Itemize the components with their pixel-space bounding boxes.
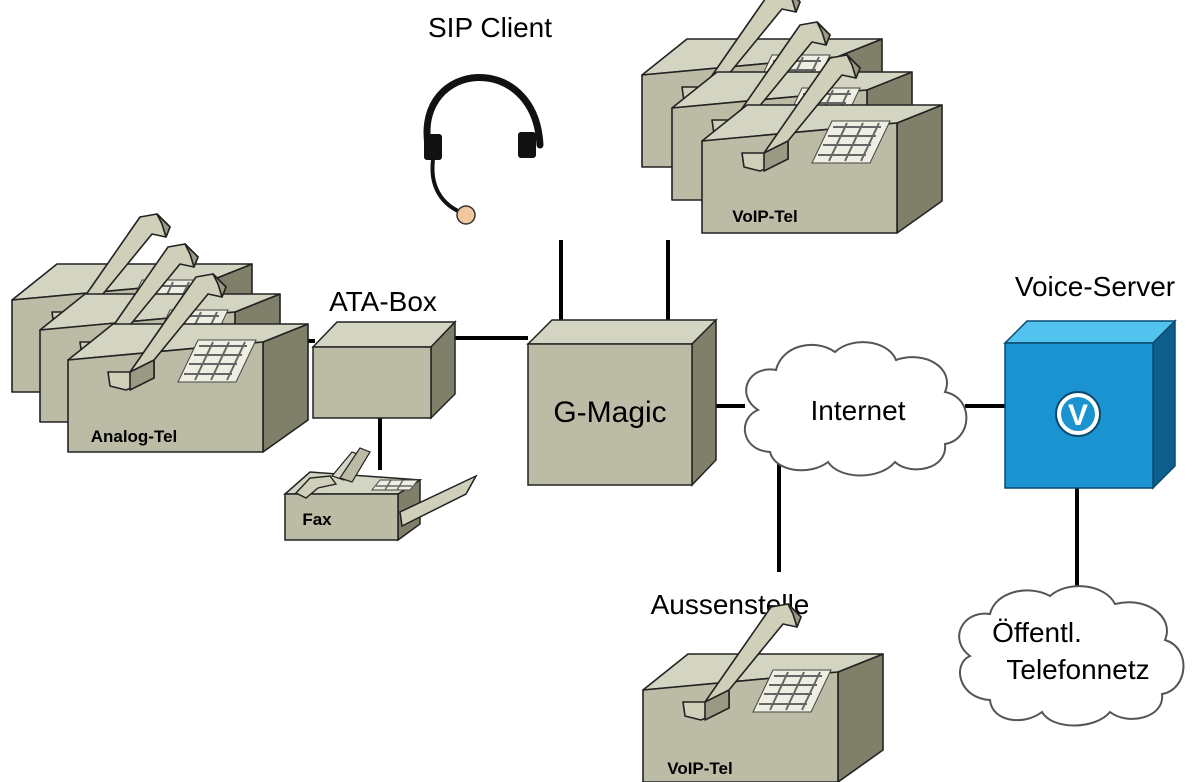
voip-tel-bottom-tag: VoIP-Tel [667, 759, 733, 778]
fax-icon [283, 447, 478, 542]
internet-label: Internet [811, 395, 906, 426]
fax-tag: Fax [302, 510, 332, 529]
pstn-cloud-icon [958, 585, 1185, 727]
analog-tel-tag: Analog-Tel [91, 427, 178, 446]
ata-box-device [311, 320, 457, 420]
pstn-label-line2: Telefonnetz [1006, 654, 1149, 685]
connection-lines [262, 240, 1079, 586]
ata-box-label: ATA-Box [329, 286, 437, 317]
pstn-label-line1: Öffentl. [992, 617, 1082, 648]
voip-phone-bottom-icon [642, 603, 884, 782]
voice-server-label: Voice-Server [1015, 271, 1175, 302]
sip-client-headset-icon [423, 74, 544, 225]
voip-tel-top-tag: VoIP-Tel [732, 207, 798, 226]
g-magic-device [526, 318, 718, 487]
voip-phone-stack-top-icon [641, 0, 943, 234]
g-magic-label: G-Magic [553, 396, 666, 429]
analog-phone-stack-icon [11, 213, 309, 453]
sip-client-label: SIP Client [428, 12, 552, 43]
voice-server-logo-letter: V [1068, 399, 1088, 432]
internet-cloud-icon [743, 341, 968, 477]
voice-server-logo-icon: V [1055, 391, 1101, 437]
